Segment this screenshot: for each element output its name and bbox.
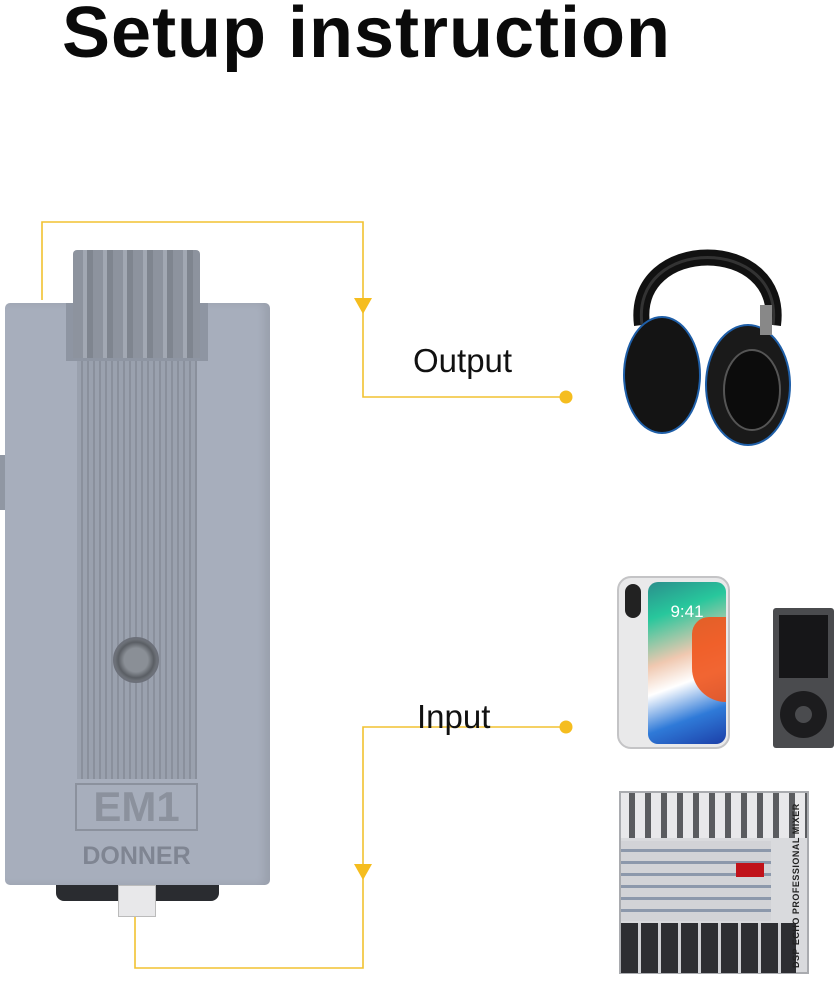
mixer-display — [736, 863, 764, 877]
audio-mixer-image: DSP ECHO PROFESSIONAL MIXER — [619, 791, 809, 974]
power-button-icon — [113, 637, 159, 683]
mixer-input-jacks — [621, 793, 807, 838]
mixer-label: DSP ECHO PROFESSIONAL MIXER — [791, 803, 801, 968]
input-dot — [559, 720, 573, 734]
mixer-knobs — [621, 841, 771, 921]
output-dot — [559, 390, 573, 404]
page-title: Setup instruction — [62, 0, 671, 73]
brand-logo: DONNER — [82, 842, 191, 870]
mp3-player-screen — [779, 615, 828, 678]
model-badge: EM1 — [75, 783, 198, 831]
audio-plug — [118, 885, 156, 917]
side-button — [0, 455, 5, 510]
output-label: Output — [413, 342, 513, 379]
input-connector-line — [134, 726, 565, 969]
output-arrow-icon — [354, 298, 372, 314]
ribbed-panel — [77, 361, 197, 779]
output-connector-line — [41, 221, 565, 398]
volume-knob — [73, 250, 200, 358]
phone-clock: 9:41 — [670, 602, 704, 621]
camera-icon — [625, 584, 641, 618]
input-arrow-icon — [354, 864, 372, 880]
headphones-image — [623, 249, 791, 446]
center-button — [795, 706, 812, 723]
click-wheel-icon — [780, 691, 827, 738]
input-label: Input — [417, 698, 491, 735]
mixer-faders — [621, 923, 796, 973]
mp3-player-image — [773, 608, 834, 748]
smartphone-image: 9:41 — [617, 576, 730, 749]
phone-screen: 9:41 — [648, 582, 726, 744]
